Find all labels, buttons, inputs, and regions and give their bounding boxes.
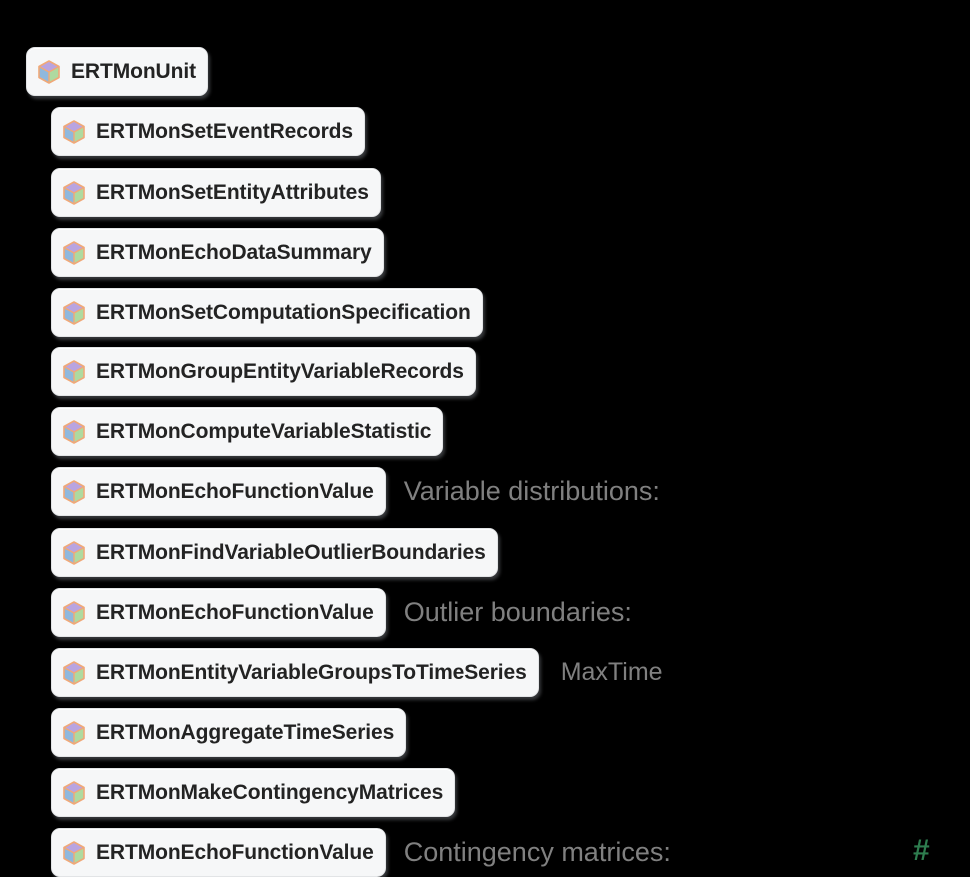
pipeline-row-0[interactable]: ERTMonUnit bbox=[26, 47, 208, 96]
monad-function-label: ERTMonEntityVariableGroupsToTimeSeries bbox=[96, 661, 527, 684]
monad-cube-icon bbox=[61, 419, 87, 445]
monad-cube-icon bbox=[61, 119, 87, 145]
monad-function-label: ERTMonMakeContingencyMatrices bbox=[96, 781, 444, 804]
monad-function-pill-ERTMonGroupEntityVariableRecords[interactable]: ERTMonGroupEntityVariableRecords bbox=[51, 347, 476, 396]
pipeline-row-9[interactable]: ERTMonEchoFunctionValue Outlier boundari… bbox=[51, 588, 632, 637]
monad-function-label: ERTMonGroupEntityVariableRecords bbox=[96, 360, 464, 383]
row-annotation: Variable distributions: bbox=[403, 476, 660, 506]
monad-cube-icon bbox=[61, 479, 87, 505]
monad-cube-icon bbox=[61, 300, 87, 326]
pipeline-row-7[interactable]: ERTMonEchoFunctionValue Variable distrib… bbox=[51, 467, 660, 516]
monad-function-pill-ERTMonSetComputationSpecification[interactable]: ERTMonSetComputationSpecification bbox=[51, 288, 483, 337]
monad-function-label: ERTMonSetEntityAttributes bbox=[96, 181, 369, 204]
monad-function-pill-ERTMonEchoFunctionValue[interactable]: ERTMonEchoFunctionValue bbox=[51, 467, 386, 516]
monad-cube-icon bbox=[61, 540, 87, 566]
monad-function-label: ERTMonAggregateTimeSeries bbox=[96, 721, 395, 744]
monad-function-label: ERTMonEchoFunctionValue bbox=[96, 601, 374, 624]
row-annotation: MaxTime bbox=[560, 658, 663, 686]
monad-function-pill-ERTMonEchoFunctionValue[interactable]: ERTMonEchoFunctionValue bbox=[51, 828, 386, 877]
monad-function-pill-ERTMonComputeVariableStatistic[interactable]: ERTMonComputeVariableStatistic bbox=[51, 407, 444, 456]
pipeline-row-11[interactable]: ERTMonAggregateTimeSeries bbox=[51, 708, 407, 757]
monad-cube-icon bbox=[61, 780, 87, 806]
monad-function-pill-ERTMonEntityVariableGroupsToTimeSeries[interactable]: ERTMonEntityVariableGroupsToTimeSeries bbox=[51, 648, 539, 697]
monad-cube-icon bbox=[61, 840, 87, 866]
monad-function-pill-ERTMonEchoDataSummary[interactable]: ERTMonEchoDataSummary bbox=[51, 228, 384, 277]
monad-function-pill-ERTMonAggregateTimeSeries[interactable]: ERTMonAggregateTimeSeries bbox=[51, 708, 407, 757]
monad-function-label: ERTMonUnit bbox=[71, 60, 196, 83]
monad-function-pill-ERTMonSetEntityAttributes[interactable]: ERTMonSetEntityAttributes bbox=[51, 168, 381, 217]
monad-function-pill-ERTMonUnit[interactable]: ERTMonUnit bbox=[26, 47, 208, 96]
monad-function-label: ERTMonComputeVariableStatistic bbox=[96, 420, 432, 443]
monad-function-pill-ERTMonMakeContingencyMatrices[interactable]: ERTMonMakeContingencyMatrices bbox=[51, 768, 456, 817]
monad-function-pill-ERTMonSetEventRecords[interactable]: ERTMonSetEventRecords bbox=[51, 107, 365, 156]
monad-cube-icon bbox=[61, 180, 87, 206]
pipeline-row-10[interactable]: ERTMonEntityVariableGroupsToTimeSeries M… bbox=[51, 648, 663, 697]
slot-hash-glyph: # bbox=[913, 834, 930, 867]
pipeline-row-3[interactable]: ERTMonEchoDataSummary bbox=[51, 228, 384, 277]
monad-cube-icon bbox=[61, 359, 87, 385]
monad-function-label: ERTMonSetEventRecords bbox=[96, 120, 353, 143]
monad-cube-icon bbox=[61, 600, 87, 626]
monad-cube-icon bbox=[61, 240, 87, 266]
monad-cube-icon bbox=[61, 720, 87, 746]
monad-function-label: ERTMonFindVariableOutlierBoundaries bbox=[96, 541, 486, 564]
monad-function-pill-ERTMonFindVariableOutlierBoundaries[interactable]: ERTMonFindVariableOutlierBoundaries bbox=[51, 528, 498, 577]
pipeline-row-8[interactable]: ERTMonFindVariableOutlierBoundaries bbox=[51, 528, 498, 577]
monad-function-label: ERTMonEchoFunctionValue bbox=[96, 480, 374, 503]
pipeline-row-4[interactable]: ERTMonSetComputationSpecification bbox=[51, 288, 483, 337]
pipeline-row-1[interactable]: ERTMonSetEventRecords bbox=[51, 107, 365, 156]
pipeline-row-6[interactable]: ERTMonComputeVariableStatistic bbox=[51, 407, 444, 456]
monad-function-label: ERTMonEchoDataSummary bbox=[96, 241, 372, 264]
pipeline-row-12[interactable]: ERTMonMakeContingencyMatrices bbox=[51, 768, 456, 817]
monad-cube-icon bbox=[36, 59, 62, 85]
row-annotation: Contingency matrices: bbox=[403, 837, 671, 867]
row-annotation: Outlier boundaries: bbox=[403, 597, 632, 627]
monad-function-label: ERTMonSetComputationSpecification bbox=[96, 301, 471, 324]
monad-cube-icon bbox=[61, 660, 87, 686]
monad-function-label: ERTMonEchoFunctionValue bbox=[96, 841, 374, 864]
monad-function-pill-ERTMonEchoFunctionValue[interactable]: ERTMonEchoFunctionValue bbox=[51, 588, 386, 637]
pipeline-row-13[interactable]: ERTMonEchoFunctionValue Contingency matr… bbox=[51, 828, 671, 877]
pipeline-row-5[interactable]: ERTMonGroupEntityVariableRecords bbox=[51, 347, 476, 396]
pipeline-row-2[interactable]: ERTMonSetEntityAttributes bbox=[51, 168, 381, 217]
